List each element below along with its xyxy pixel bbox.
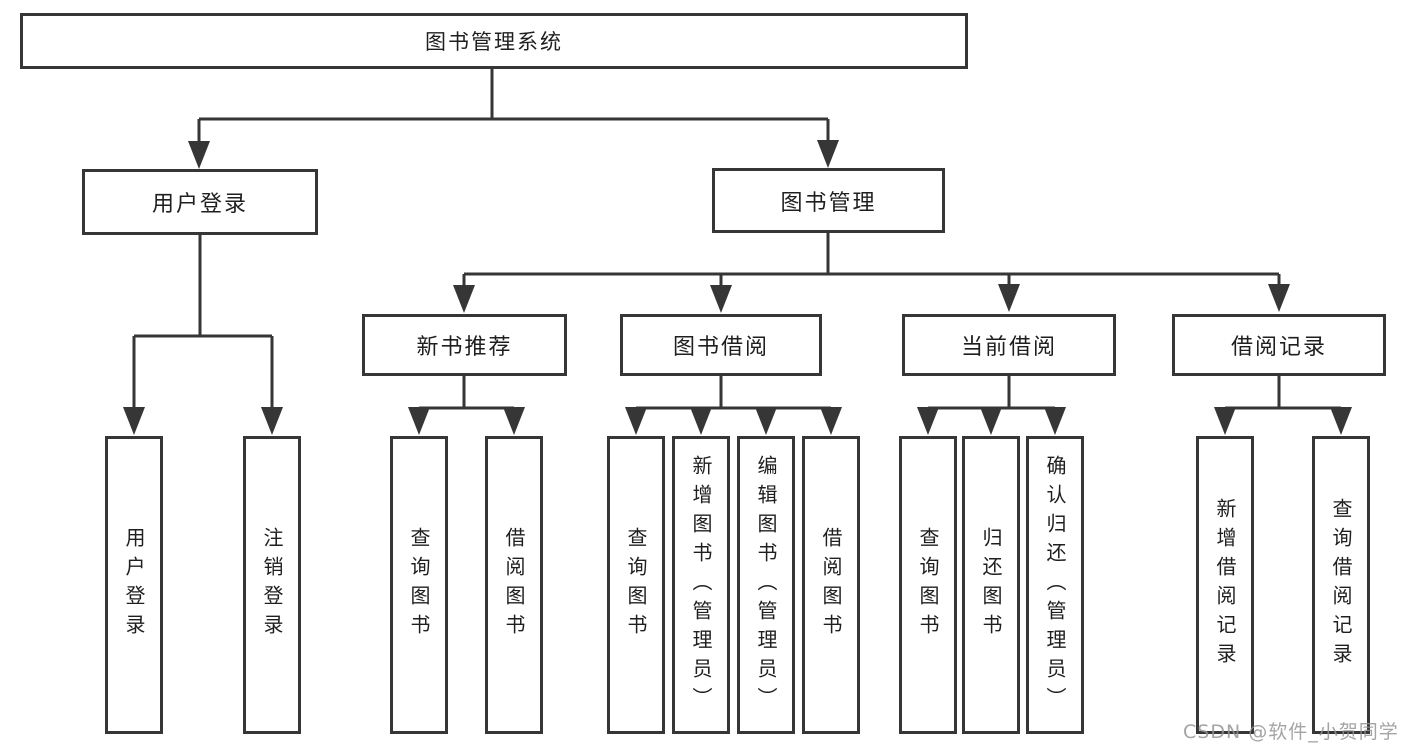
node-label: 图书管理 bbox=[780, 190, 877, 216]
node-label: 图书管理系统 bbox=[425, 30, 563, 54]
leaf-logout: 注销登录 bbox=[243, 436, 301, 734]
leaf-label: 归还图书 bbox=[979, 527, 1003, 643]
node-label: 借阅记录 bbox=[1230, 335, 1327, 360]
leaf-borrowing-add-books-admin: 新增图书（管理员） bbox=[672, 436, 730, 734]
node-user-login: 用户登录 bbox=[82, 169, 318, 235]
leaf-label: 借阅图书 bbox=[502, 527, 526, 643]
leaf-label: 新增借阅记录 bbox=[1213, 498, 1237, 672]
leaf-label: 新增图书（管理员） bbox=[689, 454, 713, 716]
leaf-label: 查询借阅记录 bbox=[1329, 498, 1353, 672]
leaf-user-login: 用户登录 bbox=[105, 436, 163, 734]
leaf-newbook-query-books: 查询图书 bbox=[390, 436, 448, 734]
leaf-records-add-record: 新增借阅记录 bbox=[1196, 436, 1254, 734]
leaf-label: 查询图书 bbox=[916, 527, 940, 643]
leaf-borrowing-query-books: 查询图书 bbox=[607, 436, 665, 734]
node-label: 新书推荐 bbox=[416, 335, 513, 360]
node-label: 用户登录 bbox=[151, 192, 248, 217]
arrowheads bbox=[123, 140, 1352, 435]
leaf-borrowing-borrow-books: 借阅图书 bbox=[802, 436, 860, 734]
leaf-current-return-books: 归还图书 bbox=[962, 436, 1020, 734]
node-book-management: 图书管理 bbox=[712, 168, 945, 233]
leaf-label: 用户登录 bbox=[122, 527, 146, 643]
leaf-records-query-record: 查询借阅记录 bbox=[1312, 436, 1370, 734]
node-label: 图书借阅 bbox=[672, 335, 769, 360]
csdn-watermark: CSDN @软件_小贺同学 bbox=[1183, 721, 1399, 743]
node-label: 当前借阅 bbox=[960, 335, 1057, 360]
leaf-label: 借阅图书 bbox=[819, 527, 843, 643]
node-book-borrowing: 图书借阅 bbox=[620, 314, 822, 376]
node-current-borrowing: 当前借阅 bbox=[902, 314, 1116, 376]
leaf-label: 确认归还（管理员） bbox=[1043, 454, 1067, 716]
node-new-book-recommendation: 新书推荐 bbox=[362, 314, 567, 376]
leaf-current-confirm-return-admin: 确认归还（管理员） bbox=[1026, 436, 1084, 734]
node-library-management-system: 图书管理系统 bbox=[20, 13, 968, 69]
node-borrowing-records: 借阅记录 bbox=[1172, 314, 1386, 376]
leaf-label: 查询图书 bbox=[624, 527, 648, 643]
leaf-current-query-books: 查询图书 bbox=[899, 436, 957, 734]
leaf-label: 编辑图书（管理员） bbox=[754, 454, 778, 716]
leaf-label: 注销登录 bbox=[260, 527, 284, 643]
leaf-borrowing-edit-books-admin: 编辑图书（管理员） bbox=[737, 436, 795, 734]
leaf-label: 查询图书 bbox=[407, 527, 431, 643]
leaf-newbook-borrow-books: 借阅图书 bbox=[485, 436, 543, 734]
